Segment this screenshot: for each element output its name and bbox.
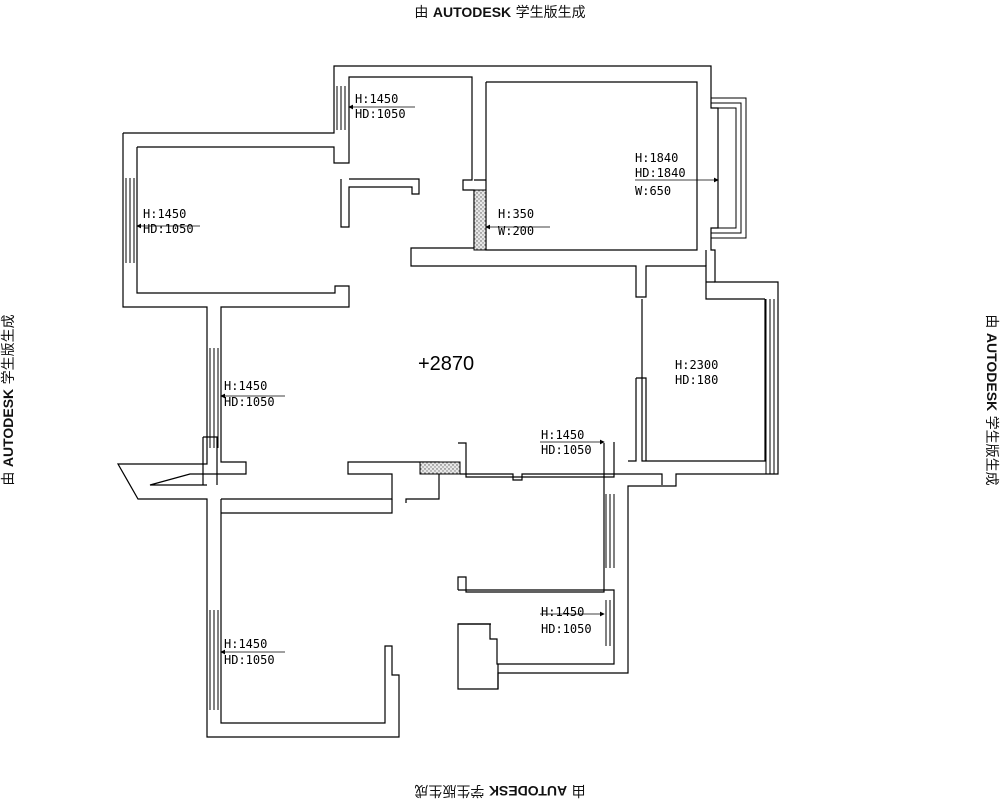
annotation-east-balcony: H:2300 HD:180 (675, 358, 718, 387)
windows (125, 86, 775, 710)
wall-se-room-upper (457, 442, 615, 593)
hatched-column (473, 189, 487, 251)
note-sill-height: HD:1050 (355, 107, 406, 121)
annotation-sw-room: H:1450 HD:1050 (224, 637, 275, 667)
note-sill-height: HD:1050 (143, 222, 194, 236)
walls (116, 65, 779, 738)
wall-east-balcony (636, 299, 766, 462)
hatched-elements (419, 189, 487, 475)
note-sill-height: HD:1840 (635, 166, 686, 180)
wall-nw-room-inner (136, 147, 350, 486)
note-height: H:1450 (224, 379, 267, 393)
window-east-balcony (765, 299, 775, 474)
watermark-brand: AUTODESK (432, 4, 512, 20)
annotation-nw-room: H:1450 HD:1050 (143, 207, 194, 236)
annotation-north-small: H:1450 HD:1050 (355, 92, 406, 121)
window-se-lower (605, 600, 615, 646)
wall-sw-room (221, 461, 440, 503)
wall-mid-partition (202, 436, 218, 485)
note-sill-height: HD:180 (675, 373, 718, 387)
note-height: H:1450 (541, 605, 584, 619)
window-sw-room (209, 610, 219, 710)
wall-nw-room (116, 133, 400, 738)
wall-sw-room-inner (220, 499, 400, 724)
watermark-prefix: 由 (414, 5, 429, 21)
note-sill-height: HD:1050 (541, 443, 592, 457)
hatched-threshold-ext (419, 461, 461, 475)
window-north-small (336, 86, 346, 130)
note-height: H:1840 (635, 151, 678, 165)
window-ne-bay (711, 97, 747, 239)
floor-elevation-label: +2870 (418, 353, 474, 375)
window-west-hall (209, 348, 219, 448)
annotation-west-hall: H:1450 HD:1050 (224, 379, 275, 409)
wall-east-return (628, 250, 715, 462)
watermark-top: 由 AUTODESK 学生版生成 (414, 2, 585, 22)
annotation-ne-room-bay: H:1840 HD:1840 W:650 (635, 151, 686, 198)
annotation-se-room-lower: H:1450 HD:1050 (541, 605, 592, 636)
annotation-wall-niche: H:350 W:200 (498, 207, 534, 238)
window-nw-room (125, 178, 135, 263)
note-height: H:2300 (675, 358, 718, 372)
note-height: H:1450 (541, 428, 584, 442)
leader-lines (136, 104, 719, 655)
note-height: H:1450 (355, 92, 398, 106)
note-width: W:650 (635, 184, 671, 198)
note-height: H:1450 (143, 207, 186, 221)
window-se-upper (605, 494, 615, 568)
watermark-suffix: 学生版生成 (515, 5, 586, 21)
note-sill-height: HD:1050 (541, 622, 592, 636)
note-width: W:200 (498, 224, 534, 238)
note-sill-height: HD:1050 (224, 395, 275, 409)
note-height: H:350 (498, 207, 534, 221)
wall-se-rooms (460, 473, 663, 485)
note-sill-height: HD:1050 (224, 653, 275, 667)
note-height: H:1450 (224, 637, 267, 651)
wall-north-small (340, 178, 420, 228)
annotation-se-room-upper: H:1450 HD:1050 (541, 428, 592, 457)
wall-se-room-lower (458, 589, 615, 689)
